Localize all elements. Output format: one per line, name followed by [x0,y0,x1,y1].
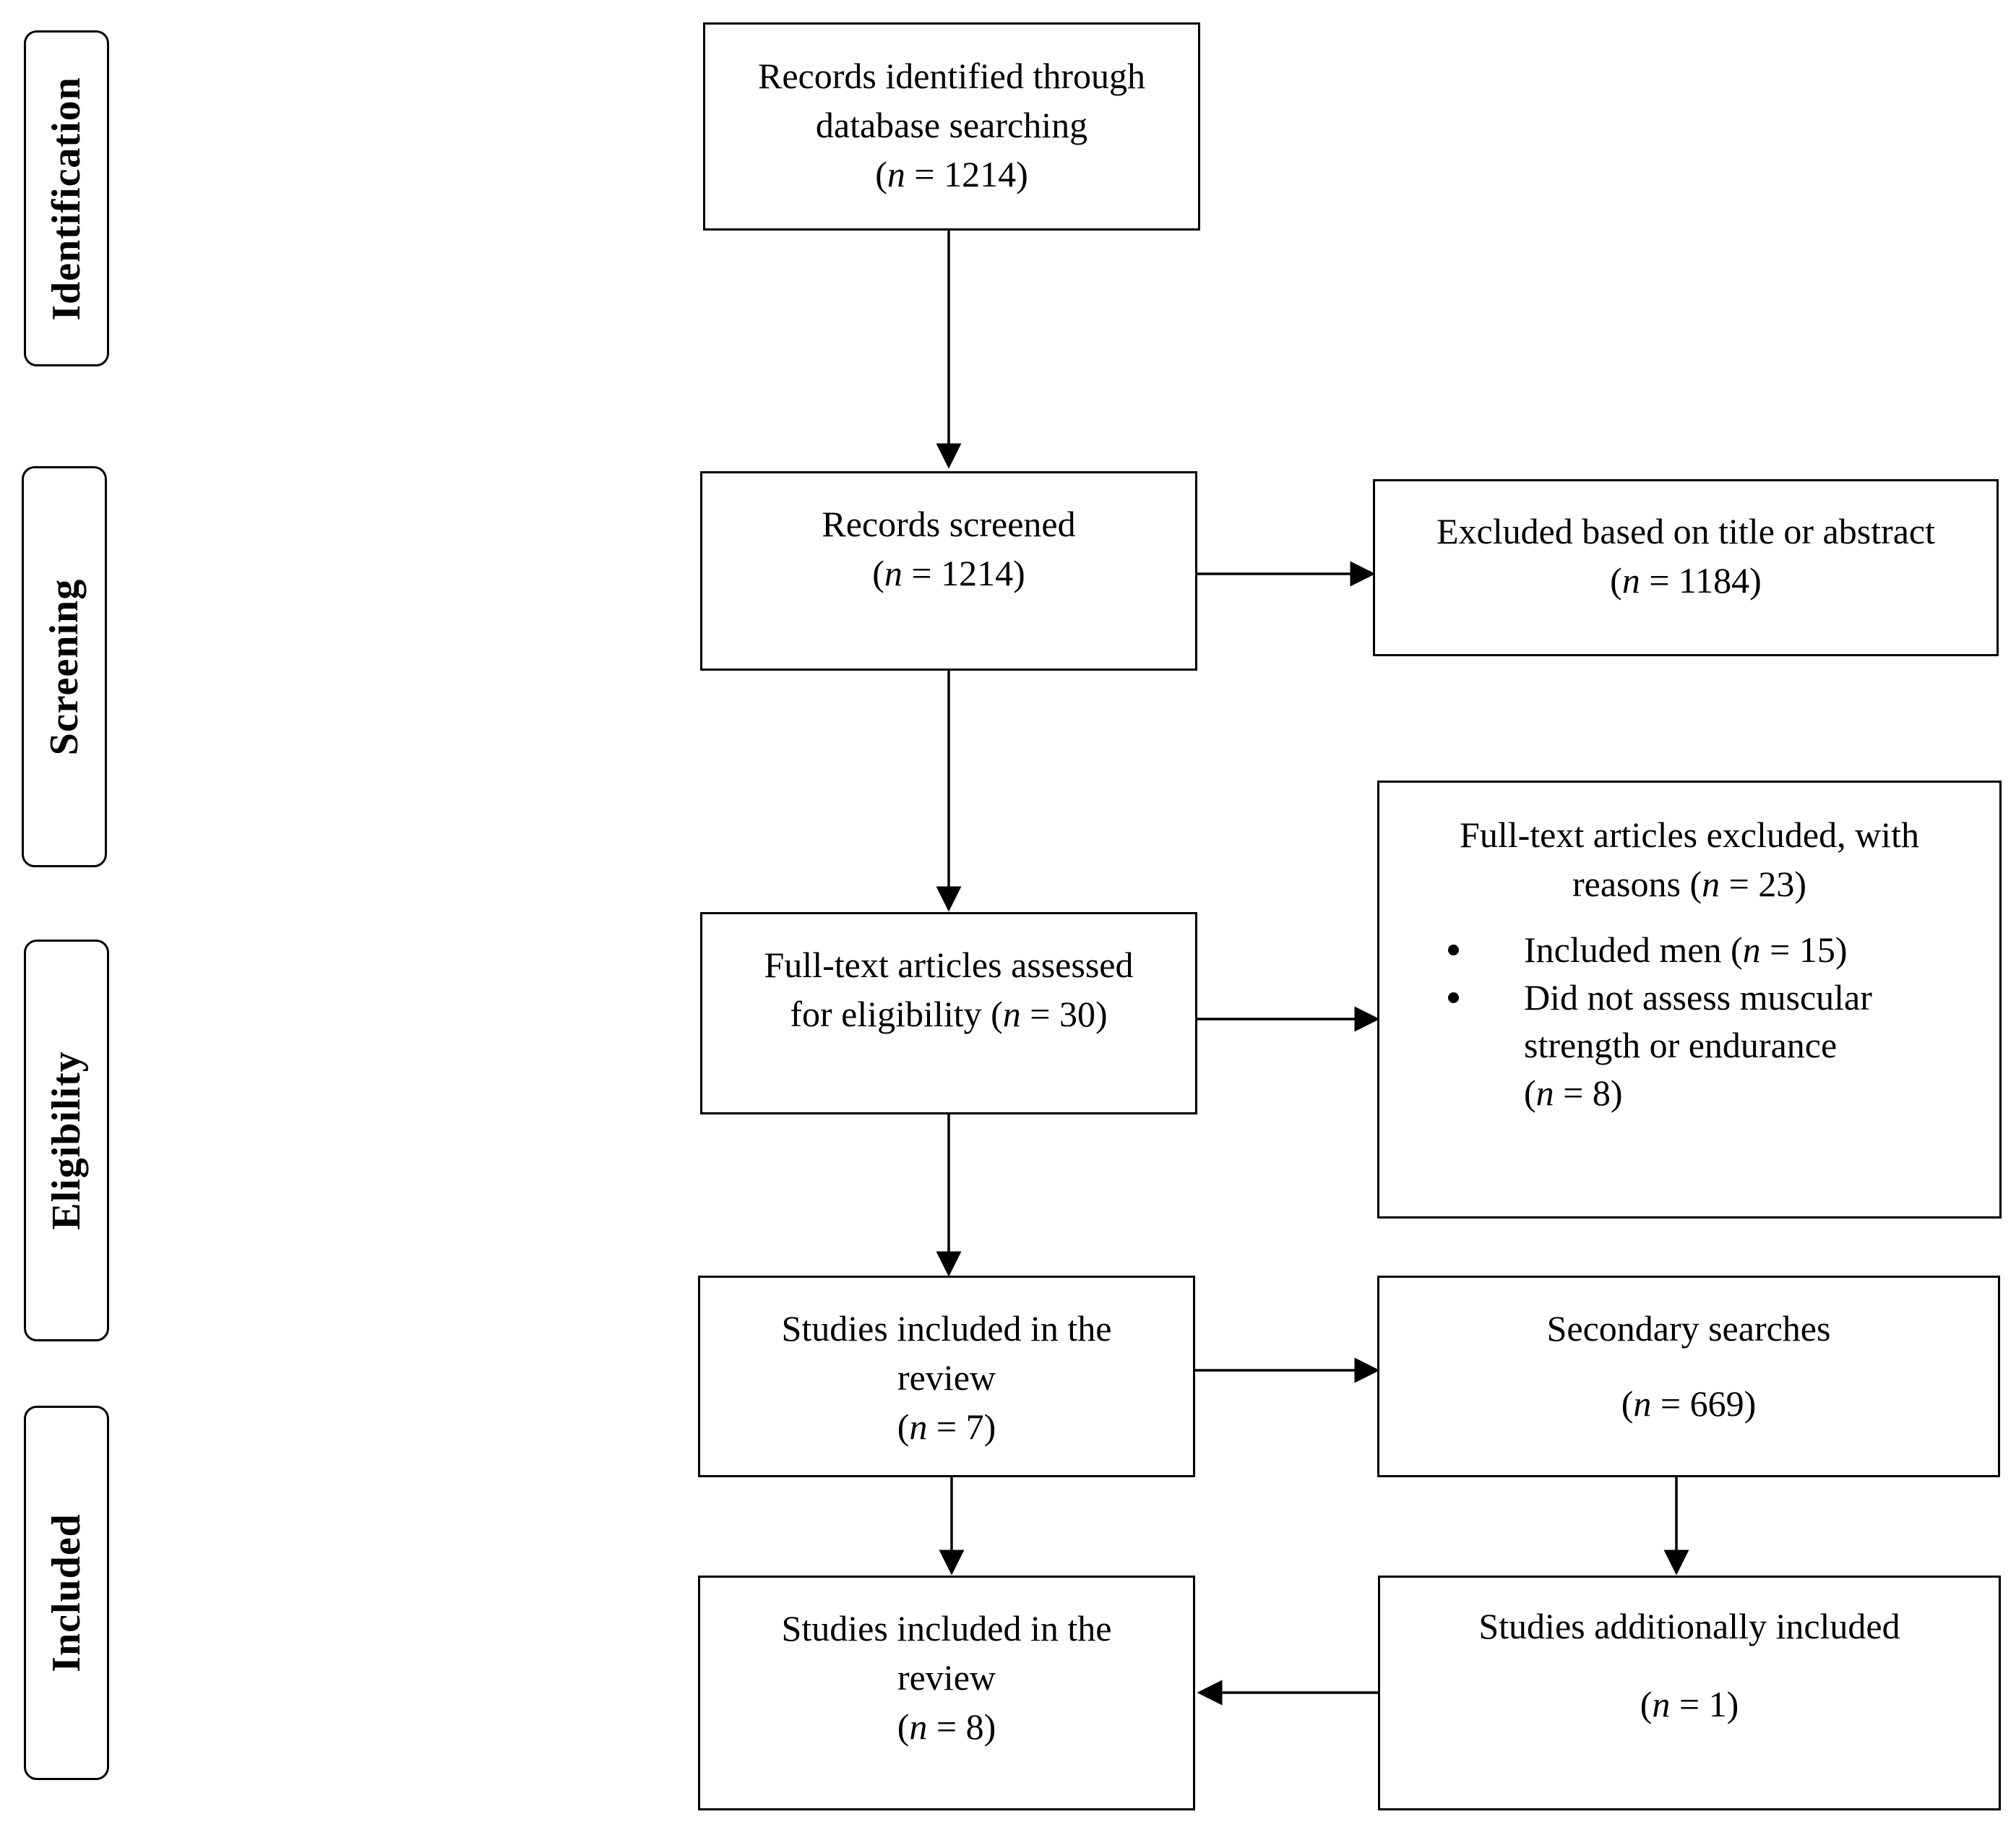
box-excluded-title-abstract: Excluded based on title or abstract (n =… [1373,479,1999,656]
box-studies-additionally-included: Studies additionally included (n = 1) [1378,1576,2001,1810]
stage-screening: Screening [22,466,107,867]
stage-eligibility: Eligibility [24,940,109,1341]
box-studies-included-review: Studies included in the review (n = 7) [698,1276,1195,1477]
exclusion-reason-item: Did not assess muscular strength or endu… [1448,974,1999,1117]
stage-identification: Identification [24,30,109,366]
box-fulltext-assessed: Full-text articles assessed for eligibil… [700,912,1197,1114]
box-final-studies-included: Studies included in the review (n = 8) [698,1576,1195,1810]
exclusion-reasons-list: Included men (n = 15) Did not assess mus… [1448,926,1999,1117]
box-records-screened: Records screened (n = 1214) [700,471,1197,671]
stage-included: Included [24,1406,109,1780]
box-fulltext-excluded: Full-text articles excluded, with reason… [1377,781,2002,1219]
exclusion-reason-item: Included men (n = 15) [1448,926,1999,974]
box-records-identified: Records identified through database sear… [703,22,1200,231]
box-secondary-searches: Secondary searches (n = 669) [1377,1276,2000,1477]
